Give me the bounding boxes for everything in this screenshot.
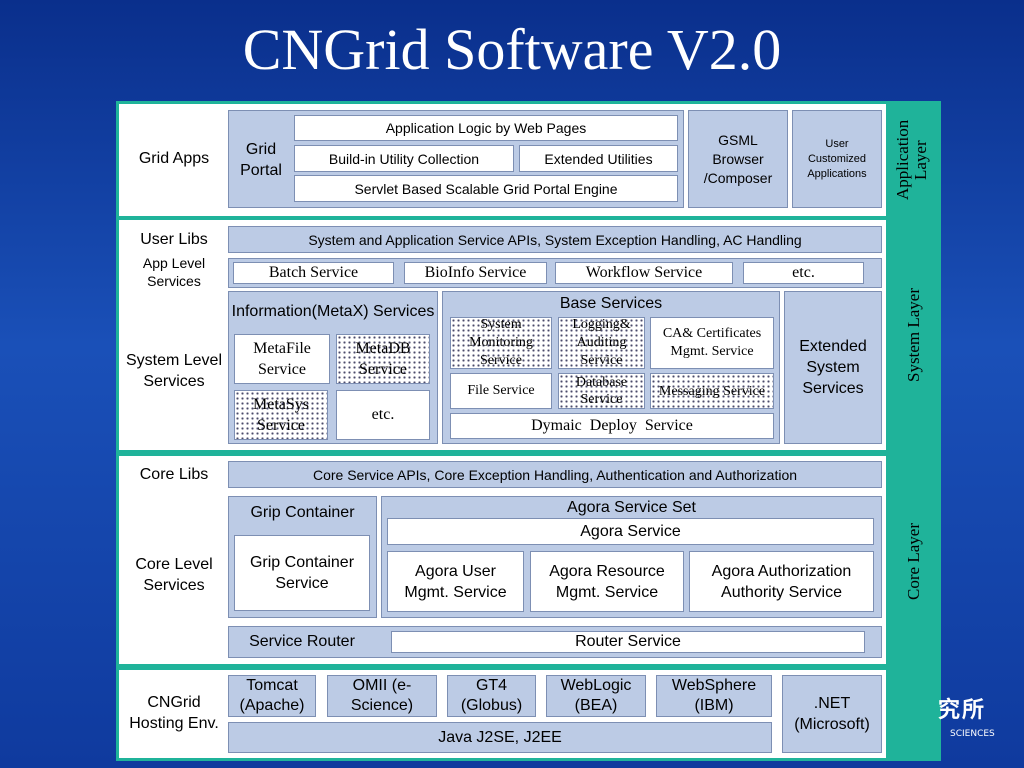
grip-container-service-box: Grip Container Service [234,535,370,611]
gsml-browser-box: GSML Browser /Composer [688,110,788,208]
system-apis-box: System and Application Service APIs, Sys… [228,226,882,253]
java-box: Java J2SE, J2EE [228,722,772,753]
user-libs-label: User Libs [140,230,208,248]
messaging-service-box: Messaging Service [650,373,774,409]
extended-utilities-box: Extended Utilities [519,145,678,172]
application-layer-label: Application Layer [893,119,930,201]
websphere-box: WebSphere (IBM) [656,675,772,717]
system-layer-label: System Layer [904,288,923,382]
dotnet-box: .NET (Microsoft) [782,675,882,753]
bioinfo-service-box: BioInfo Service [404,262,547,284]
tomcat-box: Tomcat (Apache) [228,675,316,717]
service-router-label: Service Router [249,632,355,650]
institute-logo-text: SCIENCES [950,729,995,739]
info-etc-box: etc. [336,390,430,440]
system-level-label: System Level Services [125,352,223,390]
router-service-box: Router Service [391,631,865,653]
logging-auditing-box: Logging& Auditing Service [558,317,645,369]
agora-user-mgmt-box: Agora User Mgmt. Service [387,551,524,612]
institute-logo-glyphs: 究所 [938,698,987,723]
servlet-engine-box: Servlet Based Scalable Grid Portal Engin… [294,175,678,202]
user-applications-box: User Customized Applications [792,110,882,208]
core-apis-box: Core Service APIs, Core Exception Handli… [228,461,882,488]
metadb-service-box: MetaDB Service [336,334,430,384]
core-level-label: Core Level Services [135,556,213,594]
utility-collection-box: Build-in Utility Collection [294,145,514,172]
base-services-title: Base Services [559,294,663,312]
app-level-label: App Level Services [142,255,206,289]
file-service-box: File Service [450,373,552,409]
metafile-service-box: MetaFile Service [234,334,330,384]
ca-certificates-box: CA& Certificates Mgmt. Service [650,317,774,369]
extended-system-services-box: Extended System Services [784,291,882,444]
page-title: CNGrid Software V2.0 [242,17,782,82]
agora-service-set-title: Agora Service Set [567,498,696,516]
hosting-env-label: CNGrid Hosting Env. [129,694,219,732]
system-layer-label-box: System Layer [890,220,938,450]
gt4-box: GT4 (Globus) [447,675,536,717]
dynamic-deploy-box: Dymaic Deploy Service [450,413,774,439]
core-libs-label: Core Libs [139,465,209,483]
core-layer-label-box: Core Layer [890,456,938,666]
application-layer-label-box: Application Layer [890,104,938,216]
app-logic-box: Application Logic by Web Pages [294,115,678,141]
etc-service-box: etc. [743,262,864,284]
grid-apps-label: Grid Apps [138,149,210,167]
omii-box: OMII (e-Science) [327,675,437,717]
weblogic-box: WebLogic (BEA) [546,675,646,717]
batch-service-box: Batch Service [233,262,394,284]
agora-authorization-box: Agora Authorization Authority Service [689,551,874,612]
agora-resource-mgmt-box: Agora Resource Mgmt. Service [530,551,684,612]
grip-container-title: Grip Container [250,503,355,521]
grid-portal-label: Grid Portal [240,141,282,179]
database-service-box: Database Service [558,373,645,409]
information-services-title: Information(MetaX) Services [231,303,435,320]
workflow-service-box: Workflow Service [555,262,733,284]
core-layer-label: Core Layer [904,522,923,600]
agora-service-box: Agora Service [387,518,874,545]
metasys-service-box: MetaSys Service [234,390,328,440]
system-monitoring-box: System Monitoring Service [450,317,552,369]
